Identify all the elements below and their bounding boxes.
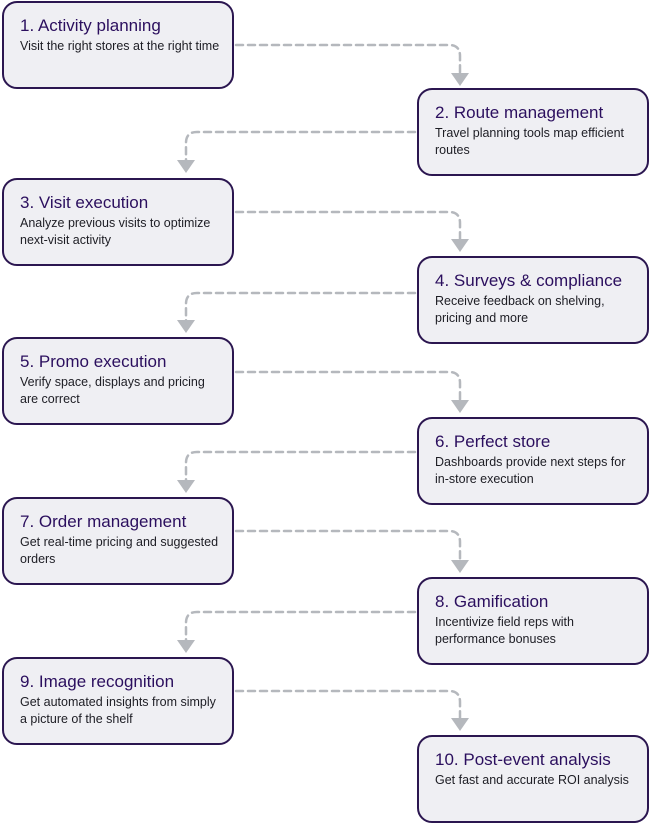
step-description: Incentivize field reps with performance … bbox=[435, 615, 574, 646]
arrowhead-7-to-8 bbox=[451, 560, 469, 573]
connector-5-to-6 bbox=[234, 370, 462, 404]
connector-7-to-8 bbox=[234, 529, 462, 564]
arrowhead-3-to-4 bbox=[451, 239, 469, 252]
connector-3-to-4 bbox=[234, 210, 462, 243]
step-title: 7. Order management bbox=[20, 512, 187, 531]
arrowhead-1-to-2 bbox=[451, 73, 469, 86]
connector-9-to-10 bbox=[234, 689, 462, 722]
connector-2-to-3 bbox=[184, 130, 417, 164]
step-box-4: 4. Surveys & compliance Receive feedback… bbox=[417, 256, 649, 344]
step-title: 2. Route management bbox=[435, 103, 604, 122]
connector-4-to-5 bbox=[184, 291, 417, 324]
step-box-7: 7. Order management Get real-time pricin… bbox=[2, 497, 234, 585]
step-box-3: 3. Visit execution Analyze previous visi… bbox=[2, 178, 234, 266]
step-description: Dashboards provide next steps for in-sto… bbox=[435, 455, 626, 486]
step-description: Visit the right stores at the right time bbox=[20, 39, 220, 53]
arrowhead-6-to-7 bbox=[177, 480, 195, 493]
step-description: Travel planning tools map efficient rout… bbox=[435, 126, 624, 157]
step-box-9: 9. Image recognition Get automated insig… bbox=[2, 657, 234, 745]
step-box-8: 8. Gamification Incentivize field reps w… bbox=[417, 577, 649, 665]
arrowhead-5-to-6 bbox=[451, 400, 469, 413]
step-description: Get fast and accurate ROI analysis bbox=[435, 773, 629, 787]
step-title: 1. Activity planning bbox=[20, 16, 161, 35]
arrowhead-2-to-3 bbox=[177, 160, 195, 173]
connector-1-to-2 bbox=[234, 43, 462, 77]
step-description: Analyze previous visits to optimize next… bbox=[20, 216, 211, 247]
connector-8-to-9 bbox=[184, 610, 417, 644]
step-box-2: 2. Route management Travel planning tool… bbox=[417, 88, 649, 176]
arrowhead-9-to-10 bbox=[451, 718, 469, 731]
step-title: 4. Surveys & compliance bbox=[435, 271, 623, 290]
connector-6-to-7 bbox=[184, 450, 417, 484]
step-title: 5. Promo execution bbox=[20, 352, 167, 371]
step-box-10: 10. Post-event analysis Get fast and acc… bbox=[417, 735, 649, 823]
step-description: Get real-time pricing and suggested orde… bbox=[20, 535, 219, 566]
step-title: 8. Gamification bbox=[435, 592, 549, 611]
step-title: 6. Perfect store bbox=[435, 432, 551, 451]
step-title: 3. Visit execution bbox=[20, 193, 149, 212]
arrowhead-4-to-5 bbox=[177, 320, 195, 333]
step-description: Receive feedback on shelving, pricing an… bbox=[435, 294, 605, 325]
arrowhead-8-to-9 bbox=[177, 640, 195, 653]
step-title: 9. Image recognition bbox=[20, 672, 175, 691]
step-box-6: 6. Perfect store Dashboards provide next… bbox=[417, 417, 649, 505]
step-description: Get automated insights from simply a pic… bbox=[20, 695, 216, 726]
step-box-1: 1. Activity planning Visit the right sto… bbox=[2, 1, 234, 89]
step-title: 10. Post-event analysis bbox=[435, 750, 611, 769]
step-box-5: 5. Promo execution Verify space, display… bbox=[2, 337, 234, 425]
step-description: Verify space, displays and pricing are c… bbox=[20, 375, 205, 406]
